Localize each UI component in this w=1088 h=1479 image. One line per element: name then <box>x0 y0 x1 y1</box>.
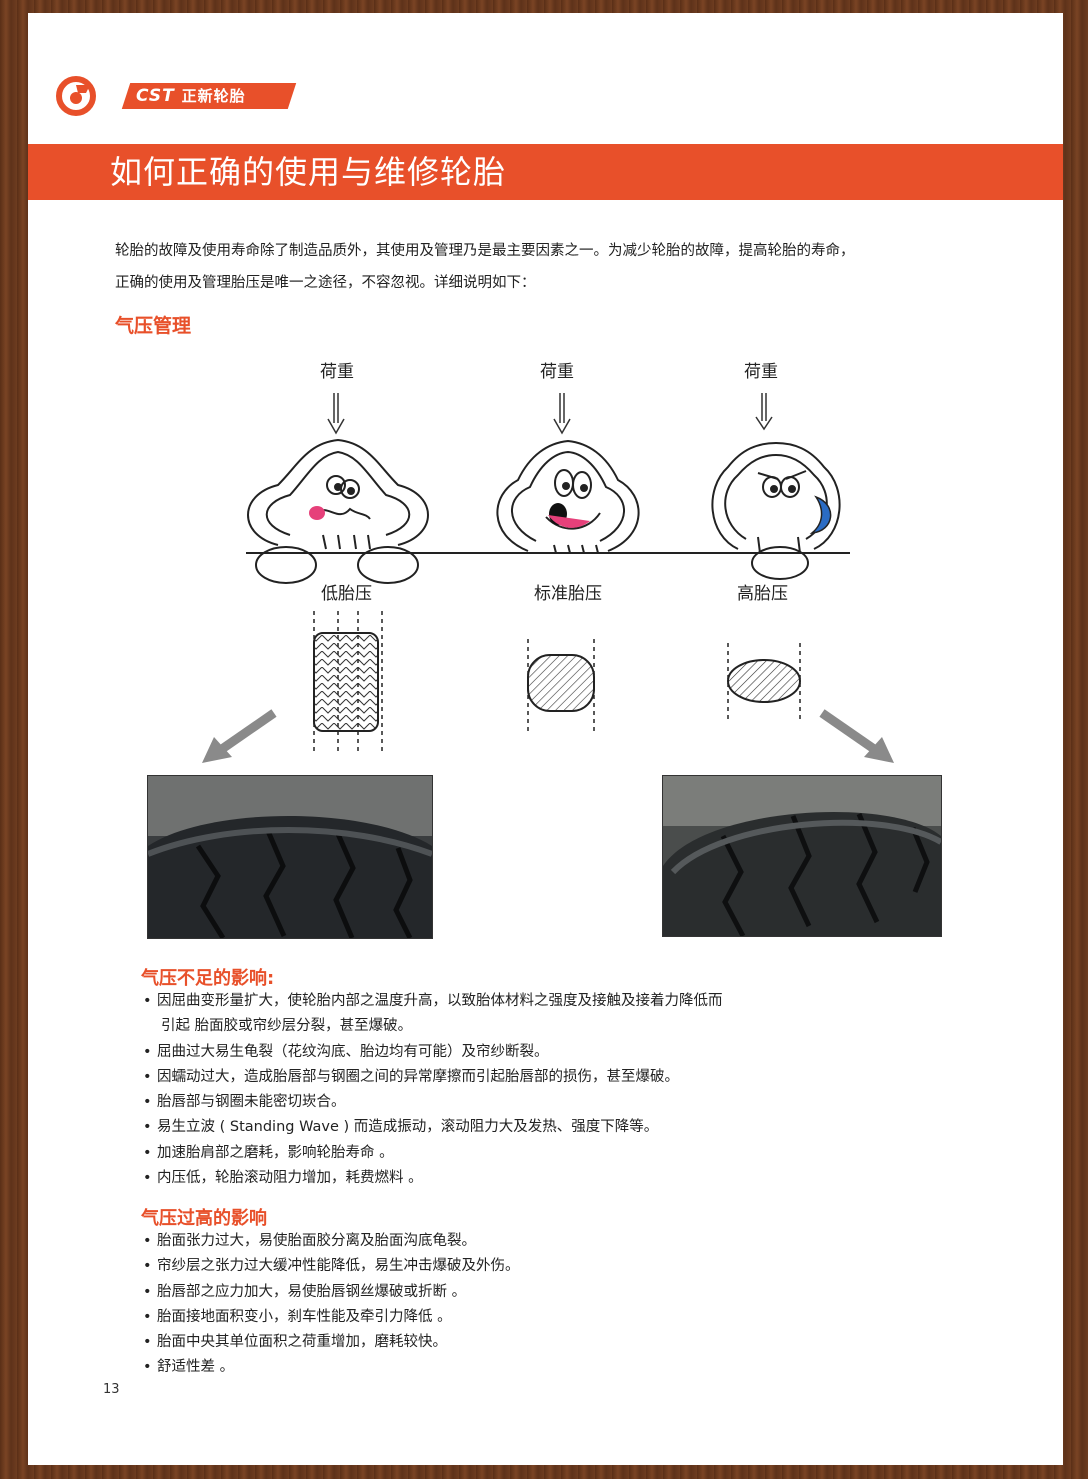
list-item: 胎面张力过大，易使胎面胶分离及胎面沟底龟裂。 <box>141 1229 901 1255</box>
load-label-low: 荷重 <box>320 362 354 382</box>
tire-label-standard: 标准胎压 <box>534 584 602 604</box>
intro-line-1: 轮胎的故障及使用寿命除了制造品质外，其使用及管理乃是最主要因素之一。为减少轮胎的… <box>115 243 855 259</box>
high-pressure-effects-list: 胎面张力过大，易使胎面胶分离及胎面沟底龟裂。 帘纱层之张力过大缓冲性能降低，易生… <box>141 1229 901 1381</box>
page-number: 13 <box>103 1382 120 1397</box>
page-title: 如何正确的使用与维修轮胎 <box>110 153 507 191</box>
cst-logo-icon <box>56 76 96 116</box>
brand-logo: CST 正新轮胎 <box>56 75 297 117</box>
list-item: 胎唇部与钢圈未能密切崁合。 <box>141 1090 901 1116</box>
load-arrow-icon <box>327 393 773 435</box>
list-item: 易生立波 ( Standing Wave ) 而造成振动，滚动阻力大及发热、强度… <box>141 1115 901 1141</box>
list-item: 胎面中央其单位面积之荷重增加，磨耗较快。 <box>141 1330 901 1356</box>
arrow-down-left-icon <box>202 709 277 763</box>
list-item: 胎面接地面积变小，刹车性能及牵引力降低 。 <box>141 1305 901 1331</box>
list-item: 屈曲过大易生龟裂（花纹沟底、胎边均有可能）及帘纱断裂。 <box>141 1040 901 1066</box>
list-item: 加速胎肩部之磨耗，影响轮胎寿命 。 <box>141 1141 901 1167</box>
load-label-standard: 荷重 <box>540 362 574 382</box>
list-item: 舒适性差 。 <box>141 1355 901 1381</box>
intro-paragraph: 轮胎的故障及使用寿命除了制造品质外，其使用及管理乃是最主要因素之一。为减少轮胎的… <box>115 235 985 299</box>
standard-pressure-tire-icon <box>496 439 640 554</box>
tire-label-high: 高胎压 <box>737 584 788 604</box>
contact-patch-diagram <box>313 611 801 751</box>
logo-text: CST <box>136 86 175 106</box>
low-pressure-wear-photo <box>147 775 433 939</box>
tire-pressure-diagram <box>246 393 850 584</box>
high-pressure-effects-title: 气压过高的影响 <box>141 1208 267 1229</box>
section-title: 气压管理 <box>115 315 192 337</box>
tire-label-low: 低胎压 <box>321 584 372 604</box>
load-label-high: 荷重 <box>744 362 778 382</box>
low-pressure-footprint-icon <box>313 611 383 751</box>
list-item: 因蠕动过大，造成胎唇部与钢圈之间的异常摩擦而引起胎唇部的损伤，甚至爆破。 <box>141 1065 901 1091</box>
high-pressure-footprint-icon <box>727 643 801 723</box>
high-pressure-tire-icon <box>711 441 841 580</box>
title-banner: 如何正确的使用与维修轮胎 <box>28 144 1063 200</box>
list-item: 胎唇部之应力加大，易使胎唇钢丝爆破或折断 。 <box>141 1280 901 1306</box>
low-pressure-effects-title: 气压不足的影响: <box>141 968 275 989</box>
list-item: 帘纱层之张力过大缓冲性能降低，易生冲击爆破及外伤。 <box>141 1254 901 1280</box>
page: CST 正新轮胎 如何正确的使用与维修轮胎 轮胎的故障及使用寿命除了制造品质外，… <box>28 13 1063 1465</box>
low-pressure-tire-icon <box>247 438 429 584</box>
brand-name: 正新轮胎 <box>181 87 246 105</box>
standard-pressure-footprint-icon <box>527 639 595 731</box>
list-item: 内压低，轮胎滚动阻力增加，耗费燃料 。 <box>141 1166 901 1192</box>
list-item: 因屈曲变形量扩大，使轮胎内部之温度升高，以致胎体材料之强度及接触及接着力降低而 <box>141 989 901 1015</box>
arrow-down-right-icon <box>819 709 894 763</box>
list-item-continuation: 引起 胎面胶或帘纱层分裂，甚至爆破。 <box>161 1018 413 1035</box>
high-pressure-wear-photo <box>662 775 942 937</box>
logo-wordmark: CST 正新轮胎 <box>121 83 297 109</box>
intro-line-2: 正确的使用及管理胎压是唯一之途径，不容忽视。详细说明如下： <box>115 275 536 291</box>
low-pressure-effects-list: 因屈曲变形量扩大，使轮胎内部之温度升高，以致胎体材料之强度及接触及接着力降低而 … <box>141 989 901 1192</box>
